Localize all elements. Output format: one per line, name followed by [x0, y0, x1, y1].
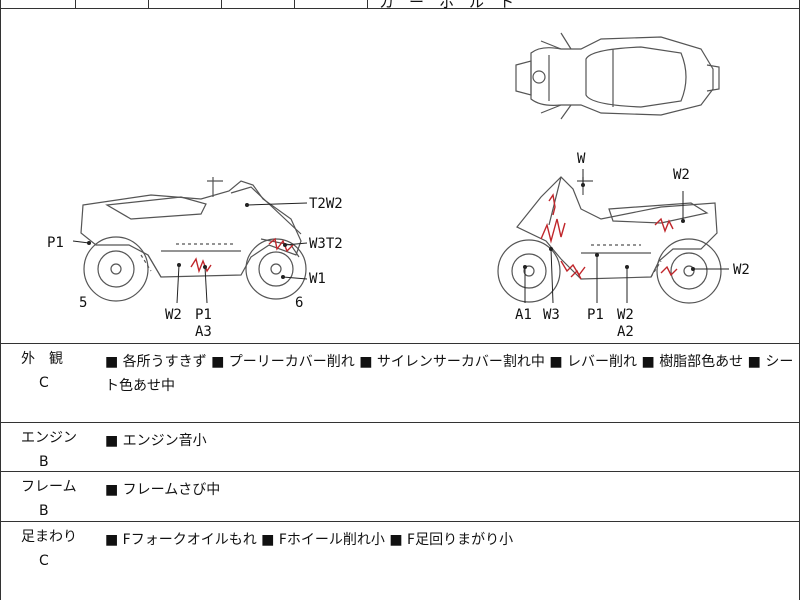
damage-marks	[190, 193, 678, 280]
section-suspension: 足まわり C ■ Fフォークオイルもれ ■ Fホイール削れ小 ■ F足回りまがり…	[1, 522, 799, 600]
section-exterior: 外 観 C ■ 各所うすきず ■ プーリーカバー削れ ■ サイレンサーカバー割れ…	[1, 344, 799, 423]
frame-grade: B	[39, 503, 49, 519]
header-strip: カ ー ホ ル ト	[1, 0, 799, 11]
label-p1-right: P1	[587, 307, 604, 323]
damage-diagram: P1 T2W2 W3T2 W1 5 6 W2 P1 A3 W W2 W2 A1 …	[1, 9, 799, 344]
label-t2w2: T2W2	[309, 196, 343, 212]
frame-description: ■ フレームさび中	[105, 482, 221, 498]
header-cell	[222, 0, 295, 8]
leader-dots	[87, 183, 695, 279]
label-a3: A3	[195, 324, 212, 340]
exterior-description: ■ 各所うすきず ■ プーリーカバー削れ ■ サイレンサーカバー割れ中 ■ レバ…	[105, 354, 794, 394]
label-a2: A2	[617, 324, 634, 340]
label-w2-bottom: W2	[617, 307, 634, 323]
label-w2-left: W2	[165, 307, 182, 323]
suspension-category: 足まわり	[21, 529, 77, 545]
engine-description: ■ エンジン音小	[105, 433, 207, 449]
label-w1: W1	[309, 271, 326, 287]
label-w2-right: W2	[733, 262, 750, 278]
engine-category: エンジン	[21, 430, 77, 446]
section-engine: エンジン B ■ エンジン音小	[1, 423, 799, 472]
label-p1-left: P1	[47, 235, 64, 251]
header-cut-text: カ ー ホ ル ト	[379, 0, 515, 11]
scooter-right-side-view	[497, 176, 722, 304]
leader-lines	[72, 169, 729, 304]
header-cell	[149, 0, 222, 8]
scooter-diagram-svg: P1 T2W2 W3T2 W1 5 6 W2 P1 A3 W W2 W2 A1 …	[47, 32, 750, 340]
section-frame: フレーム B ■ フレームさび中	[1, 472, 799, 522]
label-p1-bottom: P1	[195, 307, 212, 323]
header-cell	[1, 0, 76, 8]
label-six: 6	[295, 295, 303, 311]
scooter-top-view	[515, 32, 720, 120]
label-w-top: W	[577, 151, 586, 167]
suspension-description: ■ Fフォークオイルもれ ■ Fホイール削れ小 ■ F足回りまがり小	[105, 532, 514, 548]
exterior-grade: C	[39, 375, 49, 391]
label-w3t2: W3T2	[309, 236, 343, 252]
frame-category: フレーム	[21, 479, 77, 495]
scooter-left-side-view	[80, 177, 307, 302]
label-five: 5	[79, 295, 87, 311]
suspension-grade: C	[39, 553, 49, 569]
label-w3: W3	[543, 307, 560, 323]
label-a1: A1	[515, 307, 532, 323]
engine-grade: B	[39, 454, 49, 470]
exterior-category: 外 観	[21, 351, 63, 367]
header-cell	[295, 0, 368, 8]
label-w2-top: W2	[673, 167, 690, 183]
header-cell	[76, 0, 149, 8]
